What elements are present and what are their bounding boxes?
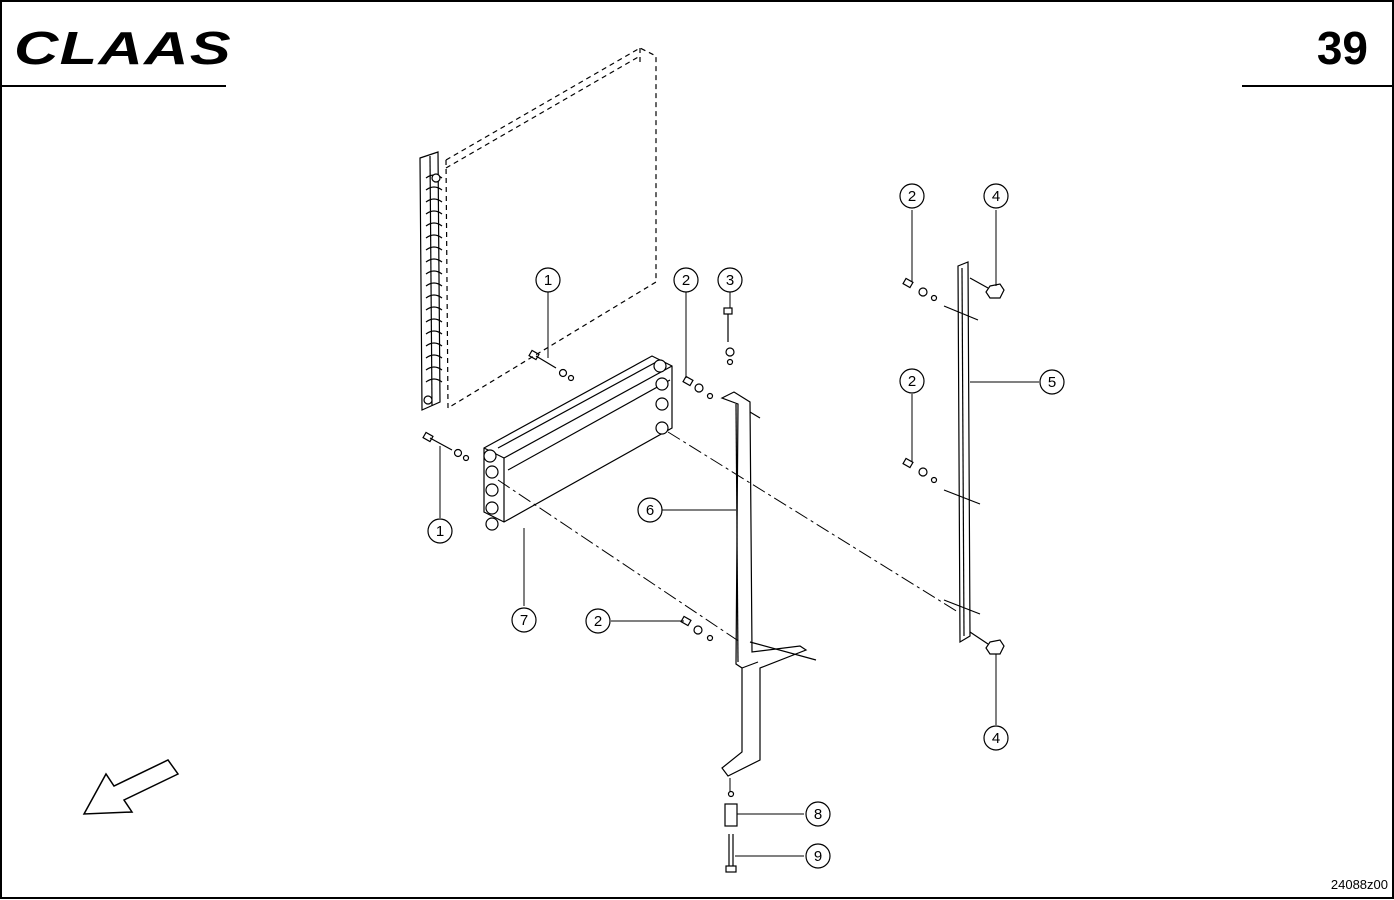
callout-1-upper: 1 <box>535 267 561 293</box>
callout-9: 9 <box>805 843 831 869</box>
nut-bottom <box>969 631 1005 655</box>
bolt-set-lower-left <box>422 431 470 462</box>
radiator-outline <box>445 47 657 409</box>
bolt-set-upper-center <box>682 375 714 400</box>
callout-4-top: 4 <box>983 183 1009 209</box>
bottom-bolt <box>725 834 737 873</box>
spacer <box>724 790 738 827</box>
oil-cooler <box>483 355 673 531</box>
callout-label: 2 <box>594 613 602 630</box>
callout-7: 7 <box>511 607 537 633</box>
long-bolt-top <box>723 307 735 366</box>
callout-label: 2 <box>908 373 916 390</box>
bolt-set-upper-right <box>902 277 938 302</box>
callout-label: 2 <box>908 188 916 205</box>
bolt-set-upper-left <box>528 349 575 382</box>
nut-top <box>969 277 1005 299</box>
page-number: 39 <box>1317 22 1368 74</box>
callout-label: 9 <box>814 848 822 865</box>
brand-logo: CLAAS <box>14 22 232 74</box>
bolt-set-lower-center <box>680 615 714 642</box>
callout-label: 1 <box>544 272 552 289</box>
callout-4-bottom: 4 <box>983 725 1009 751</box>
callout-3: 3 <box>717 267 743 293</box>
drawing-reference: 24088z00 <box>1331 877 1388 892</box>
callout-2-right-mid: 2 <box>899 368 925 394</box>
callout-label: 6 <box>646 502 654 519</box>
callout-5: 5 <box>1039 369 1065 395</box>
arrow-down-left-icon <box>82 759 180 815</box>
callout-label: 7 <box>520 612 528 629</box>
radiator-side-rail <box>419 151 443 411</box>
callout-label: 3 <box>726 272 734 289</box>
bracket <box>720 391 817 777</box>
callout-label: 5 <box>1048 374 1056 391</box>
callout-label: 2 <box>682 272 690 289</box>
callout-label: 8 <box>814 806 822 823</box>
callout-2-center-top: 2 <box>673 267 699 293</box>
callout-label: 4 <box>992 188 1000 205</box>
drawing-linework <box>419 47 1039 873</box>
leader-lines <box>439 210 1039 857</box>
callout-1-lower: 1 <box>427 518 453 544</box>
bolt-set-mid-right <box>902 457 938 484</box>
mounting-strip <box>943 261 981 644</box>
callouts: 1 1 2 2 2 2 3 4 <box>427 183 1065 869</box>
callout-8: 8 <box>805 801 831 827</box>
callout-label: 4 <box>992 730 1000 747</box>
assembly-lines <box>497 431 959 796</box>
callout-label: 1 <box>436 523 444 540</box>
callout-6: 6 <box>637 497 663 523</box>
callout-2-right-top: 2 <box>899 183 925 209</box>
callout-2-lower: 2 <box>585 608 611 634</box>
